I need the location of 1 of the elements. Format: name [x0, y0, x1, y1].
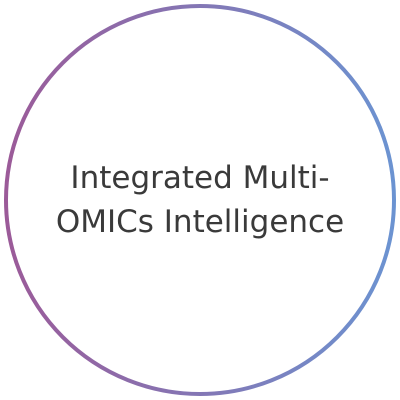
circle-label: Integrated Multi- OMICs Intelligence [55, 159, 345, 242]
